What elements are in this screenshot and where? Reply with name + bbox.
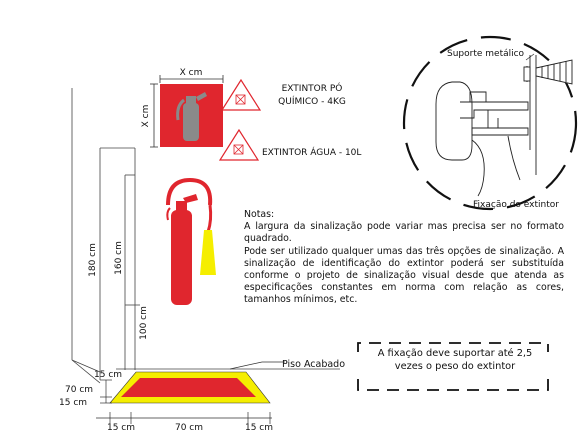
notes-paragraph-2: Pode ser utilizado qualquer umas das trê… — [244, 245, 564, 306]
depth-70-label: 70 cm — [65, 385, 93, 395]
fire-extinguisher-drawing — [166, 177, 216, 305]
legend-powder-line2: QUÍMICO - 4KG — [278, 95, 346, 107]
bottom-right-15-label: 15 cm — [245, 423, 273, 431]
fixation-note-line1: A fixação deve suportar até 2,5 — [377, 348, 533, 359]
bottom-mid-70-label: 70 cm — [175, 423, 203, 431]
warning-triangle-icon — [220, 78, 262, 111]
fixation-note-line2: vezes o peso do extintor — [394, 360, 516, 372]
notes-title: Notas: — [244, 209, 275, 220]
floor-dimension-lines — [96, 361, 285, 424]
legend-powder-line1: EXTINTOR PÓ — [282, 82, 343, 94]
floor-platform — [109, 371, 271, 404]
sign-height-label: X cm — [141, 105, 151, 128]
bottom-left-15-label: 15 cm — [107, 423, 135, 431]
height-100-label: 100 cm — [139, 306, 149, 340]
fixation-detail — [402, 35, 578, 211]
detail-caption: Fixação do extintor — [473, 200, 559, 210]
floor-15-label: 15 cm — [94, 370, 122, 380]
height-180-label: 180 cm — [88, 243, 98, 277]
depth-15-label: 15 cm — [59, 398, 87, 408]
wall-lines — [71, 88, 340, 384]
sign-width-label: X cm — [180, 68, 203, 78]
extinguisher-sign — [160, 84, 223, 147]
height-160-label: 160 cm — [114, 241, 124, 275]
floor-label: Piso Acabado — [282, 359, 345, 370]
bracket-label: Suporte metálico — [447, 49, 525, 59]
sign-dimension-lines — [150, 75, 224, 148]
fixation-note: A fixação deve suportar até 2,5 vezes o … — [361, 348, 549, 373]
legend-water: EXTINTOR ÁGUA - 10L — [262, 146, 361, 158]
notes-block: Notas: A largura da sinalização pode var… — [244, 209, 564, 307]
notes-paragraph-1: A largura da sinalização pode variar mas… — [244, 221, 564, 245]
fixation-note-frame — [357, 342, 549, 391]
warning-triangle-icon — [218, 128, 260, 161]
